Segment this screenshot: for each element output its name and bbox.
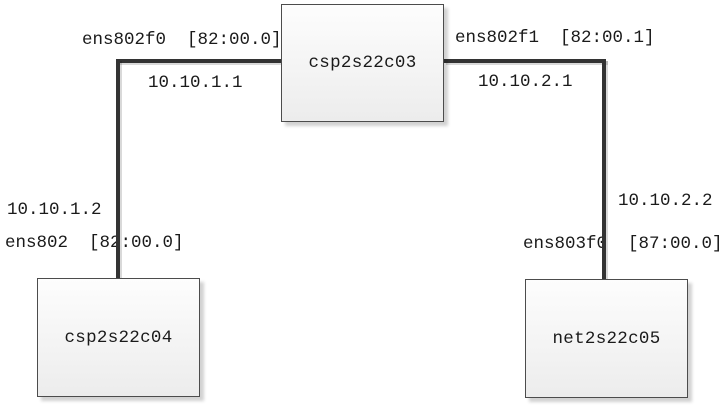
ip-label-right-bottom: 10.10.2.2 [618,191,713,211]
interface-label-right-bottom: ens803f0 [87:00.0] [523,234,720,254]
node-net2s22c05-label: net2s22c05 [552,328,661,349]
link-right-vertical-segment [602,59,606,281]
ip-label-left-top: 10.10.1.1 [148,73,243,93]
interface-label-right-top: ens802f1 [82:00.1] [455,28,655,48]
interface-label-left-top: ens802f0 [82:00.0] [82,30,282,50]
ip-label-right-top: 10.10.2.1 [478,72,573,92]
node-csp2s22c04-label: csp2s22c04 [64,327,173,348]
node-net2s22c05: net2s22c05 [525,279,688,398]
link-left-horizontal-segment [116,59,281,63]
link-right-horizontal-segment [444,59,606,63]
node-csp2s22c04: csp2s22c04 [37,278,200,397]
node-csp2s22c03-label: csp2s22c03 [308,53,417,73]
node-csp2s22c03: csp2s22c03 [281,4,444,122]
interface-label-left-bottom: ens802 [82:00.0] [5,233,184,253]
link-left-vertical-segment [116,59,120,280]
ip-label-left-bottom: 10.10.1.2 [7,200,102,220]
